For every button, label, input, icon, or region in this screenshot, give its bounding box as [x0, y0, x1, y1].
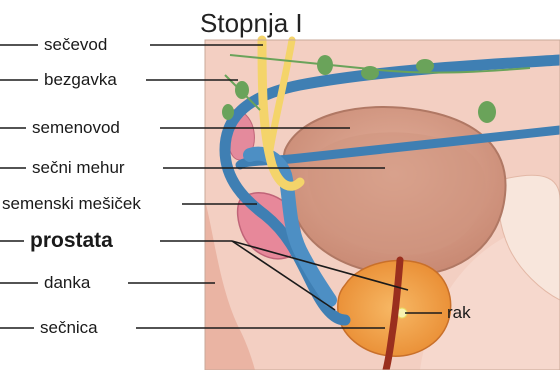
lymph-node [235, 81, 249, 99]
label-bezgavka: bezgavka [44, 70, 117, 90]
label-secnica: sečnica [40, 318, 98, 338]
lymph-node [361, 66, 379, 80]
label-semenski-micek: semenski mešiček [2, 194, 141, 214]
diagram-title: Stopnja I [200, 8, 303, 39]
label-danka: danka [44, 273, 90, 293]
label-semenovod: semenovod [32, 118, 120, 138]
lymph-node [317, 55, 333, 75]
lymph-node [222, 104, 234, 120]
label-secni-mehur: sečni mehur [32, 158, 125, 178]
lymph-node [416, 59, 434, 73]
label-secevod: sečevod [44, 35, 107, 55]
label-rak: rak [447, 303, 471, 323]
label-prostata: prostata [30, 229, 113, 253]
lymph-node [478, 101, 496, 123]
